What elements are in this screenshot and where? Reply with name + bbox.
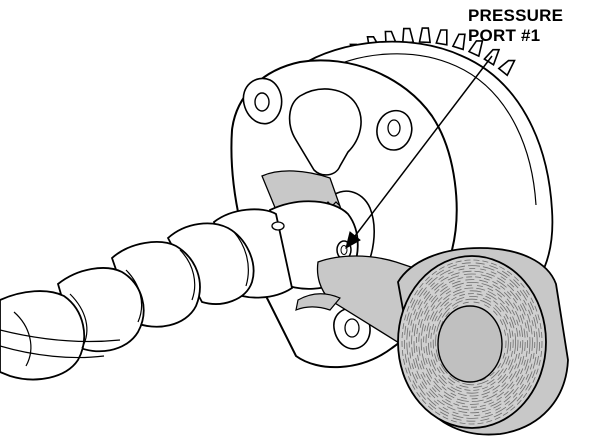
tape-roll-ring [435, 298, 509, 386]
tape-roll-ring [432, 295, 512, 388]
callout-line-2: PORT #1 [468, 26, 541, 45]
camshaft [0, 200, 359, 381]
tape-roll-ring [423, 284, 521, 400]
callout-arrowhead [345, 231, 361, 250]
tape-strip-under [295, 293, 341, 311]
tape-roll-core [437, 305, 503, 383]
sprocket-tooth [418, 27, 432, 44]
bolt-lug-upper [242, 77, 283, 125]
pressure-port-label: PRESSURE PORT #1 [468, 6, 563, 46]
tape-roll-ring [411, 270, 533, 414]
sprocket-tooth [467, 40, 484, 58]
tape-roll-ring [408, 267, 536, 416]
camshaft-contours [0, 231, 249, 367]
bolt-lug-right [376, 109, 413, 151]
journal-hole [271, 221, 285, 231]
tape-roll-ring [406, 265, 538, 419]
sprocket-tooth [435, 29, 448, 46]
tape-roll-ring [427, 290, 516, 394]
tape-roll-ring [418, 279, 526, 405]
actuator-cutout [288, 88, 362, 176]
tape-roll [397, 247, 569, 436]
sprocket-tooth [451, 33, 466, 51]
tape-roll-ring [415, 276, 528, 408]
tape-roll-ring [420, 281, 524, 402]
sprocket-rim-line [317, 53, 537, 206]
sprocket-tooth [497, 59, 516, 77]
tape-roll-ring [401, 259, 543, 425]
tape-roll-ring [403, 262, 540, 422]
sprocket-tooth [401, 27, 415, 45]
tape-roll-ring [413, 273, 531, 411]
tape-roll-ring [430, 293, 514, 391]
callout-line-1: PRESSURE [468, 6, 564, 25]
callout-leader-line [351, 55, 493, 241]
tape-roll-ring [425, 287, 519, 397]
